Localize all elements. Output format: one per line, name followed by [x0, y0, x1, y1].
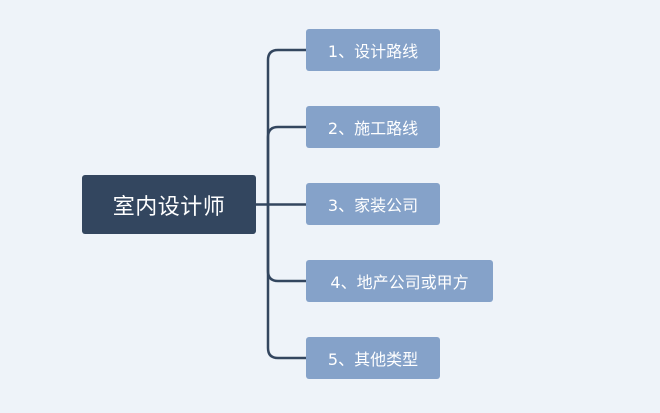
branch-node-real-estate-company[interactable]: 4、地产公司或甲方: [306, 260, 493, 302]
connector-branch-2: [266, 125, 308, 206]
branch-node-construction-route[interactable]: 2、施工路线: [306, 106, 440, 148]
branch-node-home-decoration-company[interactable]: 3、家装公司: [306, 183, 440, 225]
connector-branch-5: [266, 203, 308, 360]
branch-node-design-route[interactable]: 1、设计路线: [306, 29, 440, 71]
root-topic-node[interactable]: 室内设计师: [82, 175, 256, 234]
connector-branch-4: [266, 203, 308, 283]
branch-node-other-types[interactable]: 5、其他类型: [306, 337, 440, 379]
connector-branch-1: [266, 48, 308, 206]
